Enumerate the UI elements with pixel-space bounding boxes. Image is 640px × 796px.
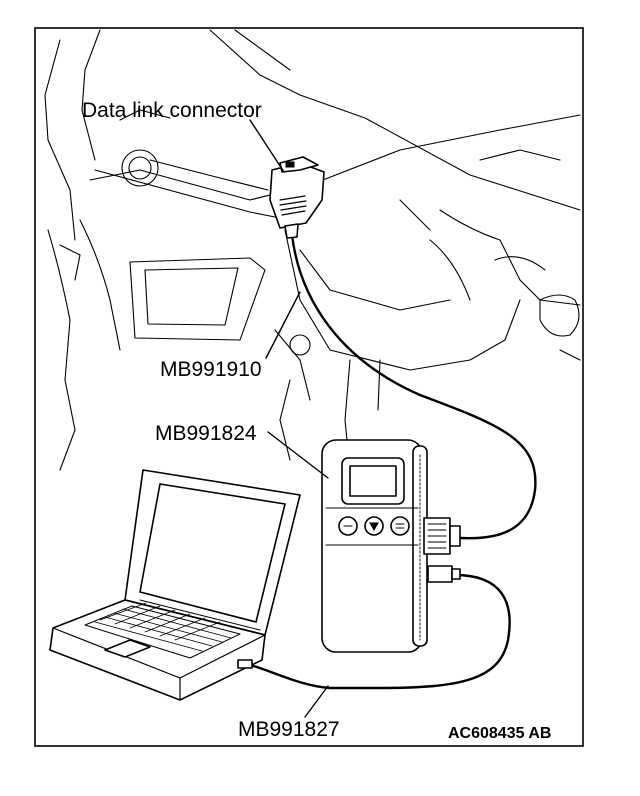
dash-pocket: [129, 257, 266, 341]
figure-code: AC608435 AB: [448, 725, 551, 742]
dash-hole: [121, 149, 159, 187]
figure-frame: [34, 27, 584, 747]
mb991824-device: [321, 439, 461, 653]
label-data-link-connector: Data link connector: [82, 99, 262, 122]
leader-mb991824: [267, 431, 329, 479]
leader-mb991910: [265, 291, 301, 359]
label-mb991827: MB991827: [238, 718, 340, 741]
data-link-connector: [269, 156, 325, 239]
leader-mb991827: [304, 685, 329, 718]
device-button-enter: [390, 516, 410, 536]
leader-data-link-connector: [249, 119, 285, 173]
laptop: [49, 469, 301, 701]
cable-mb991910: [290, 233, 537, 540]
cable-mb991827: [248, 573, 511, 690]
label-mb991824: MB991824: [155, 422, 257, 445]
label-mb991910: MB991910: [160, 358, 262, 381]
dashboard-background: [44, 29, 581, 471]
